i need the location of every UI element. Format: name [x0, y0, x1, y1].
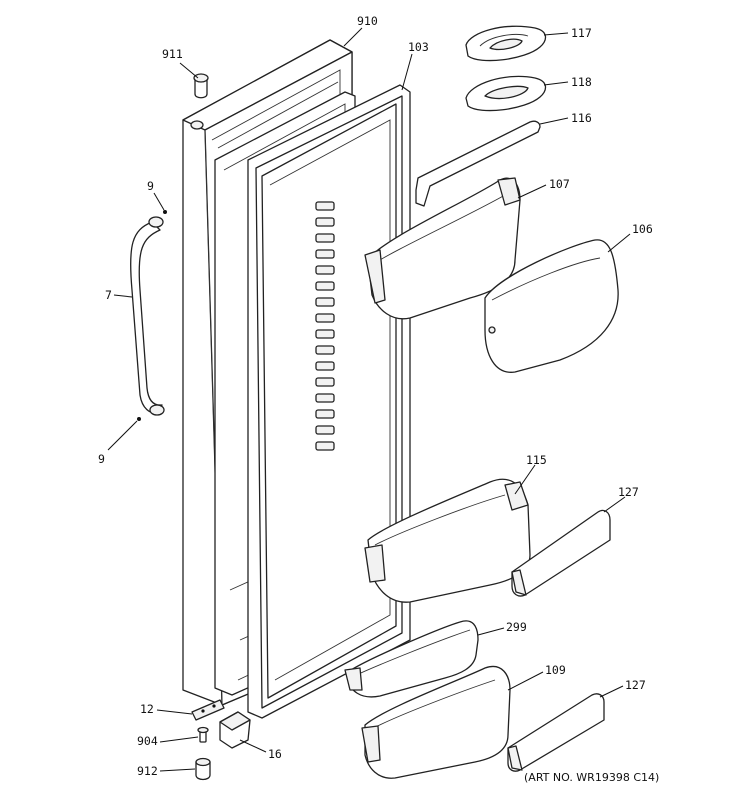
callout-118: 118: [571, 75, 592, 89]
cover-106: [484, 239, 619, 373]
callout-106: 106: [632, 222, 653, 236]
trim-116: [415, 120, 541, 207]
leader-12: [156, 709, 193, 715]
cover-117: [465, 25, 547, 62]
hinge-bushing-911: [193, 73, 209, 99]
door-handle-7: [129, 216, 165, 416]
art-number: (ART NO. WR19398 C14): [524, 771, 659, 784]
callout-115: 115: [526, 453, 547, 467]
bushing-912: [195, 757, 211, 781]
leader-107: [517, 184, 547, 199]
leader-912: [159, 768, 196, 772]
callout-9b: 9: [98, 452, 105, 466]
leader-7: [113, 294, 133, 298]
callout-127b: 127: [625, 678, 646, 692]
leader-299: [477, 627, 505, 636]
bracket-12: [191, 699, 225, 721]
hinge-16: [219, 711, 251, 749]
leader-127b: [599, 685, 624, 698]
leader-127a: [603, 496, 626, 513]
callout-910: 910: [357, 14, 378, 28]
callout-912: 912: [137, 764, 158, 778]
shelf-cover-127-upper: [511, 509, 611, 597]
leader-9b: [107, 420, 138, 451]
callout-7: 7: [105, 288, 112, 302]
leader-116: [539, 117, 569, 125]
callout-16: 16: [268, 747, 282, 761]
handle-screw-9-bottom: [137, 417, 141, 421]
bin-299: [344, 620, 479, 698]
callout-299: 299: [506, 620, 527, 634]
leader-109: [507, 671, 544, 691]
callout-12: 12: [140, 702, 154, 716]
callout-911: 911: [162, 47, 183, 61]
callout-9a: 9: [147, 179, 154, 193]
leader-103: [401, 53, 413, 91]
shelf-support-ladder: [315, 201, 335, 451]
leader-118: [543, 81, 569, 86]
handle-screw-9-top: [163, 210, 167, 214]
cover-118: [465, 75, 547, 112]
leader-106: [607, 233, 631, 253]
callout-107: 107: [549, 177, 570, 191]
bin-115: [364, 478, 531, 603]
callout-904: 904: [137, 734, 158, 748]
callout-109: 109: [545, 663, 566, 677]
callout-116: 116: [571, 111, 592, 125]
screw-904: [197, 726, 209, 743]
callout-127a: 127: [618, 485, 639, 499]
leader-904: [159, 736, 199, 743]
shelf-cover-127-lower: [507, 693, 605, 772]
callout-103: 103: [408, 40, 429, 54]
bin-109: [361, 665, 511, 779]
leader-911: [179, 62, 199, 79]
leader-117: [543, 32, 569, 36]
leader-910: [343, 27, 363, 47]
callout-117: 117: [571, 26, 592, 40]
bin-107: [364, 177, 521, 320]
leader-9a: [153, 192, 165, 211]
leader-115: [514, 464, 536, 495]
leader-16: [239, 739, 267, 753]
